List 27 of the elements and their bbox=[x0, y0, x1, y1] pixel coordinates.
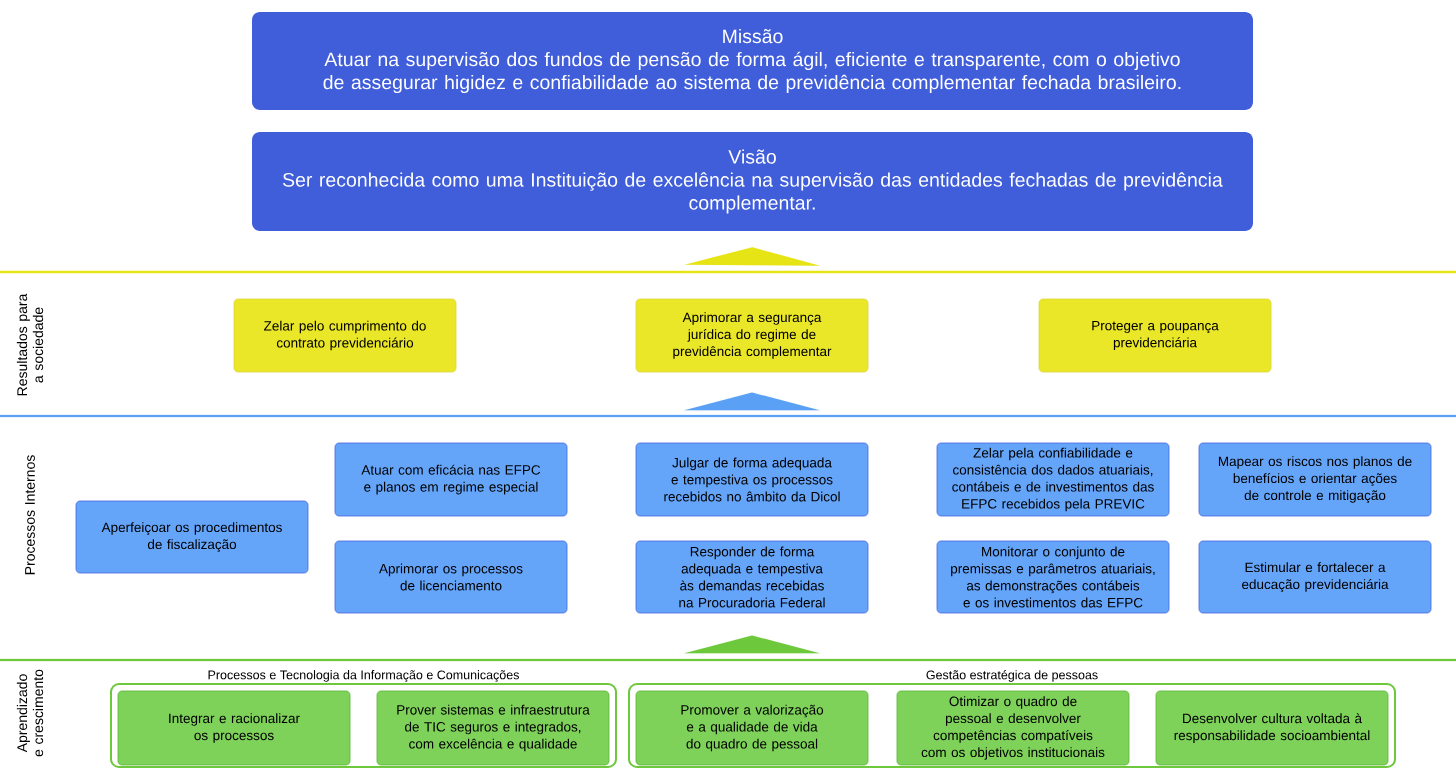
statement-box: Missão Atuar na supervisão dos fundos de pensão de forma ágil, eficiente e transparente, com o objetivo de assegurar higidez e confiabilidade ao sistema de previdência complementar fechada brasileiro. bbox=[252, 12, 1253, 110]
objective-box: Aperfeiçoar os procedimentos de fiscalização bbox=[75, 500, 309, 574]
direction-arrow bbox=[684, 247, 820, 266]
objective-box: Prover sistemas e infraestrutura de TIC seguros e integrados, com excelência e qualidade bbox=[376, 690, 610, 766]
lane-label: Processos Internos bbox=[25, 455, 35, 575]
statement-box: Visão Ser reconhecida como uma Instituição de excelência na supervisão das entidades fechadas de previdência complementar. bbox=[252, 132, 1253, 231]
objective-box: Proteger a poupança previdenciária bbox=[1038, 298, 1272, 373]
direction-arrow bbox=[684, 392, 820, 411]
objective-box: Integrar e racionalizar os processos bbox=[117, 690, 351, 766]
objective-box: Zelar pela confiabilidade e consistência dos dados atuariais, contábeis e de investimentos das EFPC recebidos pela PREVIC bbox=[936, 442, 1170, 517]
objective-box: Julgar de forma adequada e tempestiva os processos recebidos no âmbito da Dicol bbox=[635, 442, 869, 517]
objective-box: Zelar pelo cumprimento do contrato previdenciário bbox=[233, 298, 457, 373]
node-label: Processos e Tecnologia da Informação e Comunicações bbox=[208, 670, 519, 682]
objective-box: Promover a valorização e a qualidade de vida do quadro de pessoal bbox=[635, 690, 869, 766]
lane-label: Aprendizado e crescimento bbox=[16, 669, 44, 757]
objective-box: Desenvolver cultura voltada à responsabilidade socioambiental bbox=[1155, 690, 1389, 766]
objective-box: Mapear os riscos nos planos de benefícios e orientar ações de controle e mitigação bbox=[1198, 442, 1432, 517]
objective-box: Otimizar o quadro de pessoal e desenvolver competências compatíveis com os objetivos institucionais bbox=[896, 690, 1130, 766]
node-label: Gestão estratégica de pessoas bbox=[926, 670, 1098, 682]
objective-box: Monitorar o conjunto de premissas e parâmetros atuariais, as demonstrações contábeis e os investimentos das EFPC bbox=[936, 540, 1170, 614]
direction-arrow bbox=[684, 635, 820, 654]
objective-box: Atuar com eficácia nas EFPC e planos em regime especial bbox=[334, 442, 568, 517]
objective-box: Responder de forma adequada e tempestiva às demandas recebidas na Procuradoria Federal bbox=[635, 540, 869, 614]
objective-box: Aprimorar a segurança jurídica do regime de previdência complementar bbox=[635, 298, 869, 373]
lane-label: Resultados para a sociedade bbox=[16, 293, 44, 396]
objective-box: Aprimorar os processos de licenciamento bbox=[334, 540, 568, 614]
objective-box: Estimular e fortalecer a educação previdenciária bbox=[1198, 540, 1432, 614]
